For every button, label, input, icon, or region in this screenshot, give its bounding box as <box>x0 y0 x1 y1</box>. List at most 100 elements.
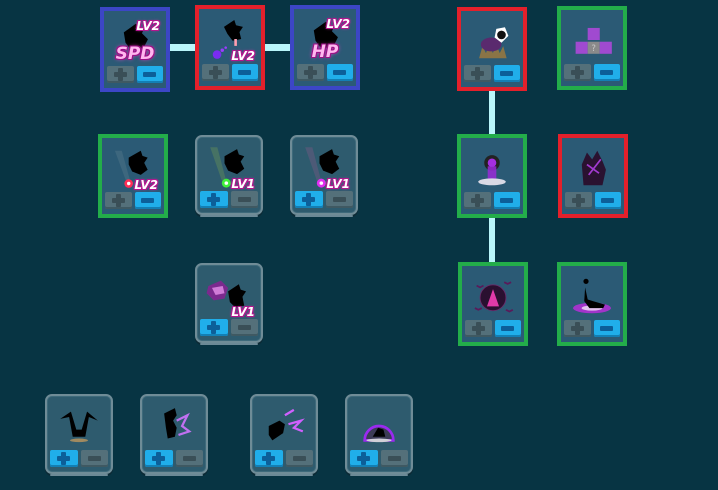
plus-button[interactable] <box>200 319 228 336</box>
minus-icon <box>333 70 347 75</box>
thorn-wall-icon <box>568 144 618 192</box>
skill-node-tentacle-summon[interactable] <box>45 394 113 476</box>
bat-swarm-icon <box>468 272 518 320</box>
plus-button[interactable] <box>105 192 132 209</box>
skill-card: LV1 <box>290 135 358 217</box>
plus-icon <box>570 66 584 79</box>
plus-button[interactable] <box>202 64 229 81</box>
tentacle-summon-icon <box>53 402 105 450</box>
minus-icon <box>237 325 251 330</box>
eye-nest-icon <box>467 17 517 65</box>
plus-icon <box>152 452 166 465</box>
plus-icon <box>207 321 221 334</box>
plus-button[interactable] <box>297 64 324 81</box>
witch-purple-bolt-icon <box>205 15 255 63</box>
skill-node-shadow-slide[interactable] <box>557 262 627 346</box>
plus-button[interactable] <box>295 191 323 208</box>
minus-button[interactable] <box>593 64 620 81</box>
skill-node-summon-cards[interactable]: ? <box>557 6 627 90</box>
skill-node-eye-nest[interactable] <box>457 7 527 91</box>
minus-icon <box>387 456 401 461</box>
stat-tag: HP <box>311 42 339 62</box>
plus-button[interactable] <box>565 192 592 209</box>
plus-icon <box>207 193 221 206</box>
plus-icon <box>113 68 127 81</box>
minus-icon <box>501 326 515 331</box>
skill-node-magenta-orb-wand[interactable]: LV1 <box>290 135 358 217</box>
plus-icon <box>471 322 485 335</box>
plus-button[interactable] <box>464 192 491 209</box>
skill-node-familiar-summon[interactable]: LV1 <box>195 263 263 345</box>
skill-card: LV2 <box>102 138 164 214</box>
plus-button[interactable] <box>107 66 134 83</box>
connector-eye-altar <box>489 89 495 137</box>
stat-tag: SPD <box>115 44 155 64</box>
witch-green-orb-icon <box>203 143 255 191</box>
skill-card: LV1 <box>195 135 263 217</box>
dark-shield-dome-icon <box>353 402 405 450</box>
plus-icon <box>357 452 371 465</box>
minus-icon <box>601 198 615 203</box>
plus-button[interactable] <box>255 450 283 467</box>
minus-icon <box>292 456 306 461</box>
skill-node-dark-shield[interactable] <box>345 394 413 476</box>
skill-node-bat-swarm[interactable] <box>458 262 528 346</box>
plus-icon <box>303 66 317 79</box>
witch-red-orb-icon <box>108 144 158 192</box>
minus-button[interactable] <box>493 192 520 209</box>
witch-silhouette-icon <box>300 15 350 63</box>
skill-node-lightning-dash[interactable] <box>250 394 318 476</box>
skill-node-red-orb-wand[interactable]: LV2 <box>98 134 168 218</box>
minus-button[interactable] <box>134 192 161 209</box>
skill-card: LV2 HP <box>294 9 356 86</box>
minus-button[interactable] <box>230 319 258 336</box>
shadow-slide-icon <box>567 272 617 320</box>
plus-button[interactable] <box>200 191 228 208</box>
minus-button[interactable] <box>285 450 313 467</box>
plus-button[interactable] <box>50 450 78 467</box>
plus-button[interactable] <box>564 64 591 81</box>
skill-card <box>461 138 523 214</box>
minus-button[interactable] <box>594 192 621 209</box>
plus-icon <box>571 194 585 207</box>
witch-silhouette-icon <box>110 17 160 65</box>
plus-button[interactable] <box>350 450 378 467</box>
minus-button[interactable] <box>175 450 203 467</box>
minus-icon <box>182 456 196 461</box>
minus-button[interactable] <box>380 450 408 467</box>
plus-button[interactable] <box>564 320 591 337</box>
minus-button[interactable] <box>493 65 520 82</box>
skill-node-witch-bolt[interactable]: LV2 <box>195 5 265 90</box>
level-label: LV2 <box>231 49 255 63</box>
plus-button[interactable] <box>465 320 492 337</box>
minus-button[interactable] <box>230 191 258 208</box>
minus-button[interactable] <box>80 450 108 467</box>
dark-altar-icon <box>467 144 517 192</box>
skill-node-lightning-strike[interactable] <box>140 394 208 476</box>
minus-icon <box>332 197 346 202</box>
skill-card: LV2 <box>199 9 261 86</box>
plus-button[interactable] <box>464 65 491 82</box>
minus-icon <box>500 198 514 203</box>
plus-button[interactable] <box>145 450 173 467</box>
minus-button[interactable] <box>593 320 620 337</box>
level-label: LV1 <box>231 305 255 319</box>
minus-button[interactable] <box>325 191 353 208</box>
skill-node-green-orb-wand[interactable]: LV1 <box>195 135 263 217</box>
skill-card <box>562 138 624 214</box>
skill-node-thorn-wall[interactable] <box>558 134 628 218</box>
minus-icon <box>600 70 614 75</box>
plus-icon <box>262 452 276 465</box>
skill-node-dark-altar[interactable] <box>457 134 527 218</box>
minus-button[interactable] <box>231 64 258 81</box>
skill-node-hp-boost[interactable]: LV2 HP <box>290 5 360 90</box>
minus-button[interactable] <box>494 320 521 337</box>
level-label: LV2 <box>134 178 158 192</box>
minus-button[interactable] <box>326 64 353 81</box>
skill-card: LV1 <box>195 263 263 345</box>
connector-altar-bats <box>489 216 495 264</box>
minus-icon <box>500 71 514 76</box>
skill-node-spd-boost[interactable]: LV2 SPD <box>100 7 170 92</box>
skill-card <box>561 266 623 342</box>
minus-button[interactable] <box>136 66 163 83</box>
